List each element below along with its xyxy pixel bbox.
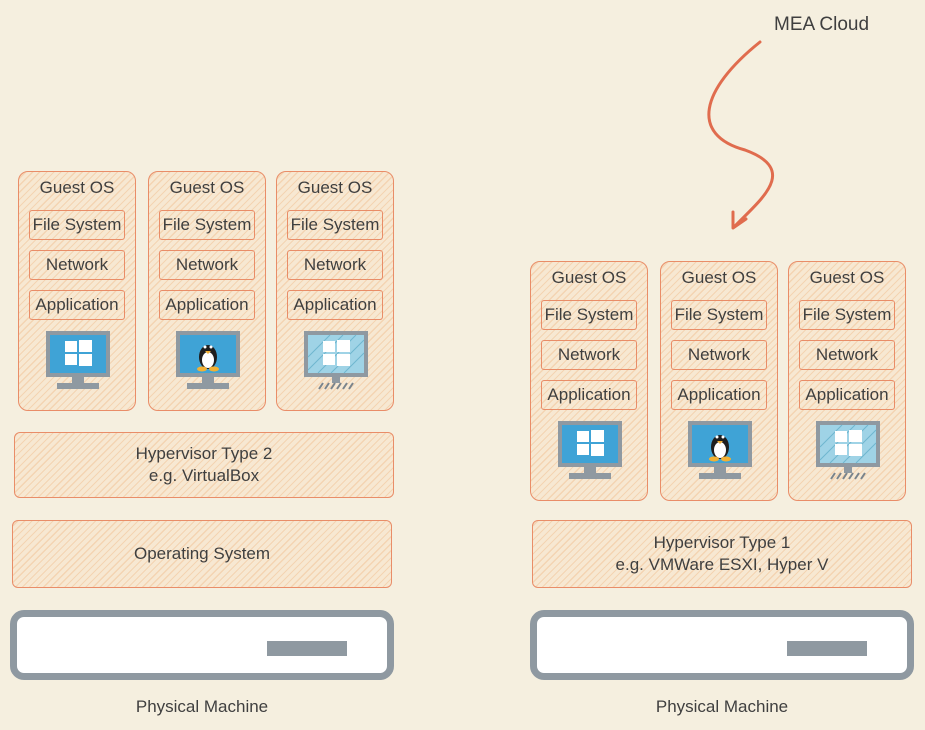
hypervisor-type1: Hypervisor Type 1 e.g. VMWare ESXI, Hype… — [532, 520, 912, 588]
physical-machine-label: Physical Machine — [655, 697, 789, 716]
network-layer: Network — [541, 340, 637, 370]
guest-vm-windows-legacy: Guest OS File System Network Application — [788, 261, 906, 501]
guest-os-title: Guest OS — [681, 268, 757, 287]
file-system-layer: File System — [159, 210, 255, 240]
guest-os-title: Guest OS — [809, 268, 885, 287]
application-layer: Application — [541, 380, 637, 410]
operating-system-label: Operating System — [133, 544, 271, 563]
application-layer: Application — [287, 290, 383, 320]
application-layer: Application — [159, 290, 255, 320]
guest-os-title: Guest OS — [39, 178, 115, 197]
cloud-label: MEA Cloud — [774, 14, 870, 35]
network-layer: Network — [799, 340, 895, 370]
network-layer: Network — [159, 250, 255, 280]
guest-vm-windows-legacy: Guest OS File System Network Application — [276, 171, 394, 411]
windows-legacy-monitor-icon — [816, 421, 880, 480]
guest-os-title: Guest OS — [551, 268, 627, 287]
file-system-layer: File System — [29, 210, 125, 240]
application-layer: Application — [671, 380, 767, 410]
linux-monitor-icon — [688, 421, 752, 479]
hypervisor-title: Hypervisor Type 1 — [653, 533, 791, 552]
windows-legacy-monitor-icon — [304, 331, 368, 390]
guest-vm-windows: Guest OS File System Network Application — [18, 171, 136, 411]
physical-machine-label: Physical Machine — [135, 697, 269, 716]
drive-slot — [267, 641, 347, 656]
physical-machine — [530, 610, 914, 680]
network-layer: Network — [29, 250, 125, 280]
network-layer: Network — [287, 250, 383, 280]
file-system-layer: File System — [671, 300, 767, 330]
physical-machine — [10, 610, 394, 680]
windows-monitor-icon — [46, 331, 110, 389]
operating-system-layer: Operating System — [12, 520, 392, 588]
application-layer: Application — [799, 380, 895, 410]
file-system-layer: File System — [799, 300, 895, 330]
guest-os-title: Guest OS — [297, 178, 373, 197]
file-system-layer: File System — [287, 210, 383, 240]
guest-vm-linux: Guest OS File System Network Application — [660, 261, 778, 501]
linux-monitor-icon — [176, 331, 240, 389]
file-system-layer: File System — [541, 300, 637, 330]
hypervisor-type2: Hypervisor Type 2 e.g. VirtualBox — [14, 432, 394, 498]
hypervisor-example: e.g. VirtualBox — [148, 466, 260, 485]
network-layer: Network — [671, 340, 767, 370]
hypervisor-example: e.g. VMWare ESXI, Hyper V — [615, 555, 829, 574]
guest-vm-windows: Guest OS File System Network Application — [530, 261, 648, 501]
guest-os-title: Guest OS — [169, 178, 245, 197]
hypervisor-title: Hypervisor Type 2 — [135, 444, 273, 463]
windows-monitor-icon — [558, 421, 622, 479]
guest-vm-linux: Guest OS File System Network Application — [148, 171, 266, 411]
drive-slot — [787, 641, 867, 656]
application-layer: Application — [29, 290, 125, 320]
